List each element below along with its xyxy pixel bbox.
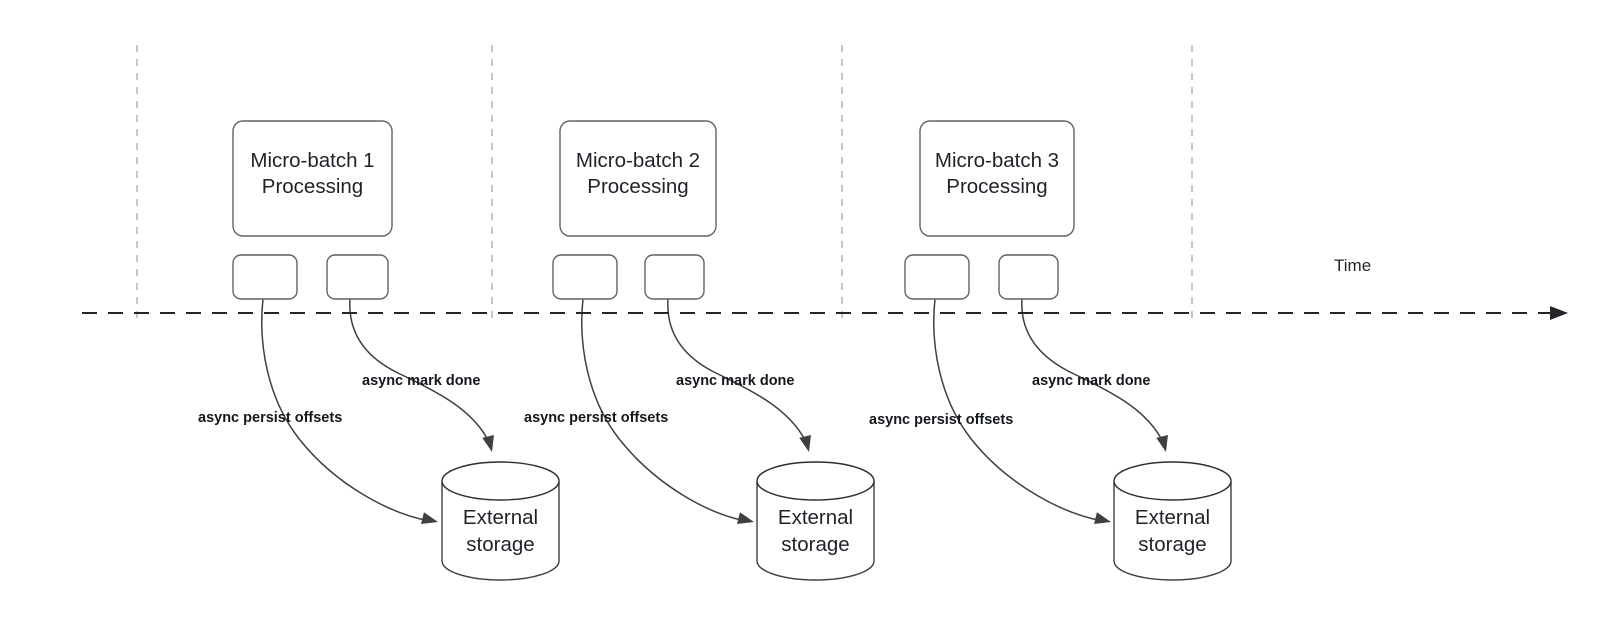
external-storage-1-body[interactable] xyxy=(441,481,560,581)
batch-2-box[interactable] xyxy=(559,120,717,237)
async-mark-done-2-path xyxy=(667,298,806,441)
batch-3-task-right[interactable] xyxy=(998,254,1059,300)
batch-2-task-left[interactable] xyxy=(552,254,618,300)
async-mark-done-1-arrowhead-group xyxy=(482,435,494,452)
async-persist-offsets-1-arrowhead-group xyxy=(421,512,438,524)
async-persist-offsets-3-path xyxy=(933,298,1104,522)
edge-layer xyxy=(261,298,1168,524)
batch-3-task-left[interactable] xyxy=(904,254,970,300)
batch-2-task-right[interactable] xyxy=(644,254,705,300)
timeline-layer xyxy=(82,306,1568,320)
external-storage-2-body[interactable] xyxy=(756,481,875,581)
async-persist-offsets-1-label: async persist offsets xyxy=(198,410,343,426)
async-mark-done-2-arrowhead-group xyxy=(799,435,811,452)
async-persist-offsets-2-arrowhead-group xyxy=(737,512,754,524)
async-persist-offsets-2-path xyxy=(581,298,747,522)
time-arrowhead xyxy=(1550,306,1568,320)
external-storage-3-body[interactable] xyxy=(1113,481,1232,581)
async-mark-done-2-arrowhead xyxy=(799,435,811,452)
external-storage-2-top[interactable] xyxy=(756,461,875,501)
async-persist-offsets-3-label: async persist offsets xyxy=(869,412,1014,428)
async-persist-offsets-3-arrowhead xyxy=(1094,512,1111,524)
time-axis-label: Time xyxy=(1334,256,1372,275)
async-mark-done-3-path xyxy=(1021,298,1163,441)
async-mark-done-1-path xyxy=(349,298,489,441)
async-persist-offsets-2-label: async persist offsets xyxy=(524,410,669,426)
shape-layer xyxy=(232,120,1232,581)
batch-1-task-left[interactable] xyxy=(232,254,298,300)
async-mark-done-3-arrowhead xyxy=(1156,435,1168,452)
async-mark-done-3-label: async mark done xyxy=(1032,373,1151,389)
async-mark-done-1-label: async mark done xyxy=(362,373,481,389)
batch-1-task-right[interactable] xyxy=(326,254,389,300)
async-mark-done-1-arrowhead xyxy=(482,435,494,452)
async-mark-done-2-label: async mark done xyxy=(676,373,795,389)
external-storage-3-top[interactable] xyxy=(1113,461,1232,501)
async-persist-offsets-3-arrowhead-group xyxy=(1094,512,1111,524)
async-persist-offsets-2-arrowhead xyxy=(737,512,754,524)
external-storage-1-top[interactable] xyxy=(441,461,560,501)
divider-layer xyxy=(136,45,1193,322)
async-persist-offsets-1-arrowhead xyxy=(421,512,438,524)
async-persist-offsets-1-path xyxy=(261,298,431,522)
async-mark-done-3-arrowhead-group xyxy=(1156,435,1168,452)
batch-1-box[interactable] xyxy=(232,120,393,237)
batch-3-box[interactable] xyxy=(919,120,1075,237)
